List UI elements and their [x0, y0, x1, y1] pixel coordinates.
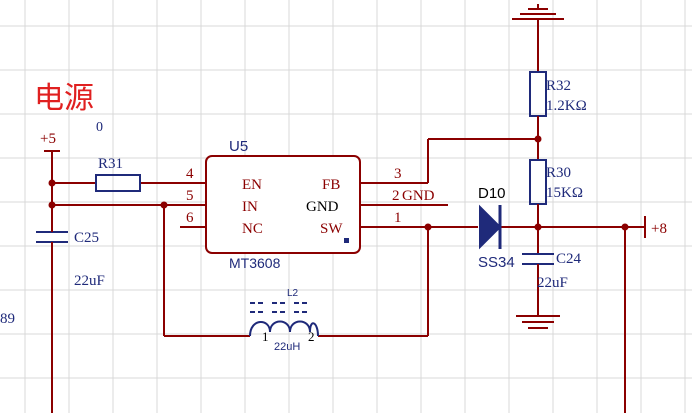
u5-pin-en-name: EN [242, 177, 262, 193]
vout-power-port: +8 [644, 216, 667, 238]
u5-pin-gnd-name: GND [306, 199, 339, 215]
u5-pin4-number: 4 [186, 166, 194, 182]
resistor-r30[interactable]: R30 15KΩ [529, 139, 583, 227]
c25-value-label: 22uF [74, 273, 105, 289]
l2-pin1-label: 1 [262, 329, 269, 344]
l2-pin2-label: 2 [308, 329, 315, 344]
r31-ref-label: R31 [98, 156, 123, 172]
r32-ref-label: R32 [546, 78, 571, 94]
vin-net-label: +5 [40, 131, 56, 147]
l2-value-label: 22uH [274, 341, 300, 353]
u5-part-label: MT3608 [229, 255, 281, 271]
c24-value-label: 22uF [537, 275, 568, 291]
u5-pin-fb-name: FB [322, 177, 340, 193]
r32-value-label: 1.2KΩ [546, 98, 587, 114]
d10-ref-label: D10 [478, 185, 506, 202]
r30-ref-label: R30 [546, 165, 571, 181]
u5-ref-label: U5 [229, 138, 248, 155]
stray-number-label: 89 [0, 311, 15, 327]
stray-zero-label: 0 [96, 120, 103, 135]
c25-ref-label: C25 [74, 230, 99, 246]
output-wires [318, 135, 645, 413]
capacitor-c24[interactable]: C24 22uF [522, 227, 582, 316]
resistor-r32[interactable]: R32 1.2KΩ [529, 71, 587, 139]
u5-pin2-number: 2 [392, 188, 400, 204]
u5-pin-in-name: IN [242, 199, 258, 215]
ic-u5-mt3608[interactable]: U5 MT3608 4 5 6 EN IN NC FB GND SW 3 2 G… [186, 138, 435, 271]
vin-power-port: +5 [40, 131, 60, 183]
bottom-ground-symbol [516, 315, 560, 329]
u5-pin5-number: 5 [186, 188, 194, 204]
r30-value-label: 15KΩ [546, 185, 583, 201]
input-rail-wires [48, 179, 250, 413]
resistor-r31[interactable]: R31 [95, 156, 141, 192]
u5-pin3-number: 3 [394, 166, 402, 182]
c24-ref-label: C24 [556, 251, 582, 267]
top-ground-symbol [512, 4, 564, 72]
u5-pin-nc-name: NC [242, 221, 263, 237]
schematic-title: 电源 [34, 82, 94, 115]
u5-pin6-number: 6 [186, 210, 194, 226]
capacitor-c25[interactable]: C25 22uF [36, 230, 105, 289]
inductor-l2[interactable]: L2 1 2 22uH [249, 288, 319, 353]
u5-pin-sw-name: SW [320, 221, 343, 237]
l2-ref-label: L2 [287, 288, 299, 299]
diode-d10-ss34[interactable]: D10 SS34 [478, 185, 515, 271]
vout-net-label: +8 [651, 221, 667, 237]
u5-pin1-number: 1 [394, 210, 402, 226]
u5-pin1-marker [344, 238, 349, 243]
d10-part-label: SS34 [478, 254, 515, 271]
u5-gnd-net-label: GND [402, 188, 435, 204]
